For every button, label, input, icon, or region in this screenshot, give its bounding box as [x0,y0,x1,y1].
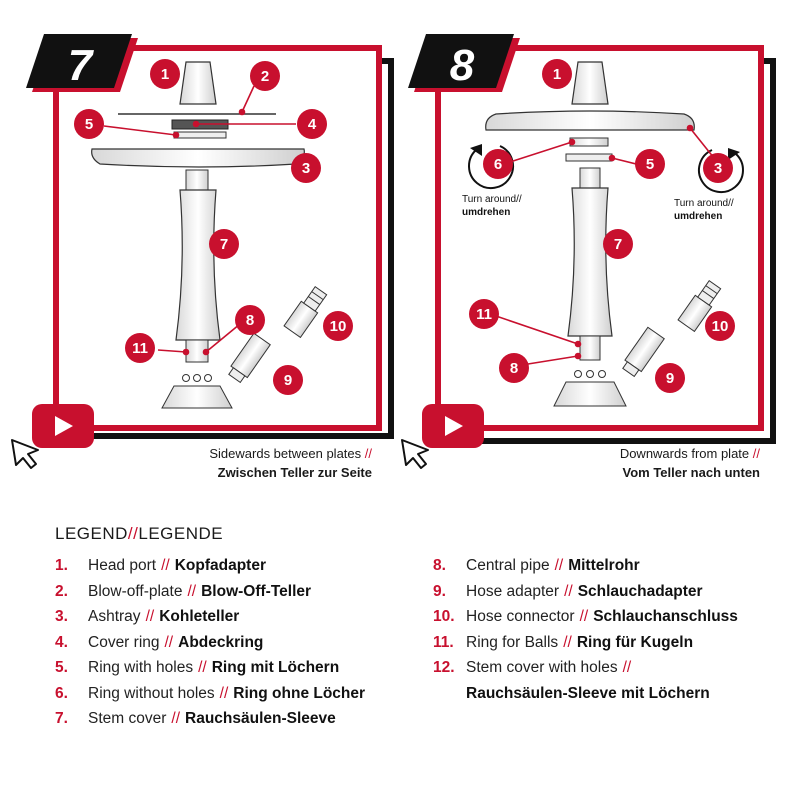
hose-connector-7 [283,285,328,339]
legend-item: 7.Stem cover//Rauchsäulen-Sleeve [55,710,336,727]
svg-text:5: 5 [646,156,654,173]
cursor-arrow-icon-8 [401,439,429,469]
legend-item: 8.Central pipe//Mittelrohr [433,557,640,574]
panel-step-7: 7 [11,34,394,469]
youtube-play-icon-8[interactable] [422,404,484,448]
stem-cover-7 [175,189,221,341]
label-8-8: 8 [499,353,529,383]
svg-text:11: 11 [132,340,148,357]
svg-text:3: 3 [302,160,310,177]
turn-around-right-en: Turn around// [674,198,734,209]
label-circles-8: 1 6 5 3 7 11 10 8 9 [469,59,735,393]
caption-step-8: Downwards from plate // Vom Teller nach … [508,444,760,482]
legend-item: 6.Ring without holes//Ring ohne Löcher [55,684,366,702]
head-port-7 [179,61,217,105]
ring-with-holes-7 [173,131,227,139]
svg-text:1: 1 [161,66,169,83]
step-number-badge-7: 7 [26,34,138,92]
svg-text:5: 5 [85,116,93,133]
stem-cover-8 [567,187,613,337]
step-number-7: 7 [68,41,95,90]
separator: // [127,524,139,543]
caption-8-de: Vom Teller nach unten [622,465,760,480]
label-10-8: 10 [705,311,735,341]
label-11-8: 11 [469,299,499,329]
svg-text:1: 1 [553,66,561,83]
hose-adapter-7 [228,332,271,384]
legend-item: 11.Ring for Balls//Ring für Kugeln [433,633,694,651]
svg-text:11: 11 [476,306,492,323]
label-3-8: 3 [703,153,733,183]
separator: // [752,446,760,461]
svg-text:3: 3 [714,160,722,177]
legend-column-right: 8.Central pipe//Mittelrohr 9.Hose adapte… [433,553,793,706]
caption-8-en: Downwards from plate [619,446,750,461]
legend-item: 2.Blow-off-plate//Blow-Off-Teller [55,582,312,600]
label-2-7: 2 [250,61,280,91]
base-7 [161,385,233,409]
label-circles-7: 1 2 5 4 3 7 8 10 11 9 [74,59,353,395]
svg-text:9: 9 [666,370,674,387]
svg-text:10: 10 [712,318,729,335]
legend-item: 5.Ring with holes//Ring mit Löchern [55,659,340,676]
legend-item: 1.Head port//Kopfadapter [55,557,266,574]
svg-text:9: 9 [284,372,292,389]
svg-text:2: 2 [261,68,269,85]
label-9-7: 9 [273,365,303,395]
ashtray-8 [485,110,695,131]
caption-7-en: Sidewards between plates [209,446,362,461]
turn-around-right-de: umdrehen [674,211,722,222]
label-8-7: 8 [235,305,265,335]
cursor-arrow-icon [11,439,39,469]
label-9-8: 9 [655,363,685,393]
ring-with-holes-8 [565,153,613,162]
legend-item: 10.Hose connector//Schlauchanschluss [433,608,738,625]
svg-text:7: 7 [614,236,622,253]
legend-title: LEGEND//LEGENDE [55,524,223,544]
label-4-7: 4 [297,109,327,139]
turn-around-left-en: Turn around// [462,194,522,205]
panel-step-8: 8 [401,34,776,469]
label-10-7: 10 [323,311,353,341]
separator: // [364,446,372,461]
svg-text:7: 7 [220,236,228,253]
label-3-7: 3 [291,153,321,183]
svg-text:6: 6 [494,156,502,173]
label-11-7: 11 [125,333,155,363]
svg-text:4: 4 [308,116,317,133]
caption-7-de: Zwischen Teller zur Seite [217,465,372,480]
legend-item: 9.Hose adapter//Schlauchadapter [433,582,703,600]
head-port-8 [571,61,609,105]
legend-title-en: LEGEND [55,524,128,543]
label-1-8: 1 [542,59,572,89]
step-number-8: 8 [450,41,475,90]
legend-title-de: LEGENDE [138,524,224,543]
hose-connector-8 [677,279,722,333]
step-number-badge-8: 8 [408,34,520,92]
hose-adapter-8 [622,326,665,378]
label-7-7: 7 [209,229,239,259]
ashtray-7 [91,148,305,168]
caption-step-7: Sidewards between plates // Zwischen Tel… [120,444,372,482]
legend-item: 3.Ashtray//Kohleteller [55,608,240,625]
label-5-8: 5 [635,149,665,179]
base-8 [553,381,627,407]
label-7-8: 7 [603,229,633,259]
svg-text:8: 8 [246,312,254,329]
label-5-7: 5 [74,109,104,139]
legend-item: 12.Stem cover with holes//Rauchsäulen-Sl… [433,659,710,702]
assembly-diagram: 7 [11,34,776,469]
legend-item: 4.Cover ring//Abdeckring [55,633,264,651]
label-1-7: 1 [150,59,180,89]
youtube-play-icon[interactable] [32,404,94,448]
label-6-8: 6 [483,149,513,179]
legend-column-left: 1.Head port//Kopfadapter 2.Blow-off-plat… [55,553,425,732]
turn-around-left-de: umdrehen [462,207,510,218]
svg-text:10: 10 [330,318,347,335]
svg-text:8: 8 [510,360,518,377]
